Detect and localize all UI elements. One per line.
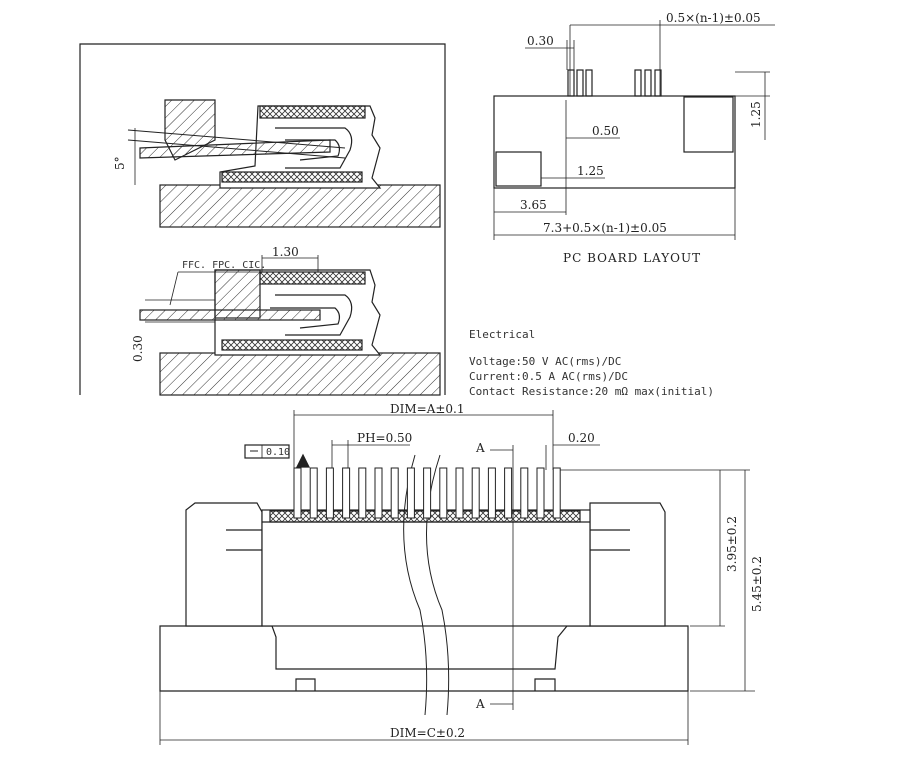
contact-resistance-spec: Contact Resistance:20 mΩ max(initial) [469,385,714,398]
thickness-label: 0.30 [131,335,145,362]
contact-pin [504,467,513,519]
pcb-footprint-outline [493,95,736,189]
contact-pin [406,467,415,519]
contact-pin [390,467,399,519]
cable-lower [139,309,321,321]
pitch-dim-label: PH=0.50 [357,431,412,445]
signal-pad [576,69,584,97]
flatness-tolerance-box [244,444,290,459]
pad-height-label: 1.25 [749,101,763,128]
mount-pad-left [495,151,542,187]
pcb-substrate-upper [159,184,441,228]
contact-pin [342,467,351,519]
housing-body [261,509,591,627]
electrical-heading: Electrical [469,328,535,341]
height-inner-label: 3.95±0.2 [725,516,739,572]
signal-pad [585,69,593,97]
contact-pin [520,467,529,519]
current-spec: Current:0.5 A AC(rms)/DC [469,370,628,383]
angle-label: 5° [113,156,127,170]
section-marker-bottom: A [475,697,485,711]
inner-height-label: 1.25 [577,164,604,178]
contact-pin [293,467,302,519]
width-label: 1.30 [272,245,299,259]
contact-pin [423,467,432,519]
electrical-specs: Electrical Voltage:50 V AC(rms)/DC Curre… [469,328,714,398]
contact-pin [439,467,448,519]
gap-label: 0.50 [592,124,619,138]
side-latch-left [185,502,263,627]
dim-a-label: DIM=A±0.1 [390,402,465,416]
cross-section-panel [79,43,446,396]
cable-type-label: FFC. FPC. CIC. [182,260,266,271]
contact-pin [536,467,545,519]
pitch-label: 0.5×(n-1)±0.05 [666,11,761,25]
total-width-label: 7.3+0.5×(n-1)±0.05 [543,221,667,235]
cable-upper [139,139,331,159]
contact-pin [471,467,480,519]
pcb-layout-title: PC BOARD LAYOUT [563,251,701,265]
offset-label: 3.65 [520,198,547,212]
contact-pin [552,467,561,519]
height-total-label: 5.45±0.2 [750,556,764,612]
front-view-panel [159,410,755,745]
contact-pin [358,467,367,519]
signal-pad [644,69,652,97]
dim-c-label: DIM=C±0.2 [390,726,465,740]
datum-triangle [296,453,310,468]
pad-width-label: 0.30 [527,34,554,48]
signal-pad [654,69,662,97]
housing-base [159,625,689,692]
signal-pad [634,69,642,97]
side-latch-right [589,502,666,627]
contact-pin [374,467,383,519]
contact-pin [455,467,464,519]
contact-pin [309,467,318,519]
flatness-value: 0.10 [266,447,290,458]
pcb-layout-panel [493,20,775,240]
contact-pin [325,467,334,519]
signal-pad [567,69,575,97]
pin-row [293,467,561,519]
mount-pad-right [683,96,734,153]
section-marker-top: A [475,441,485,455]
voltage-spec: Voltage:50 V AC(rms)/DC [469,355,621,368]
pcb-substrate-lower [159,352,441,396]
contact-pin [487,467,496,519]
pin-width-label: 0.20 [568,431,595,445]
